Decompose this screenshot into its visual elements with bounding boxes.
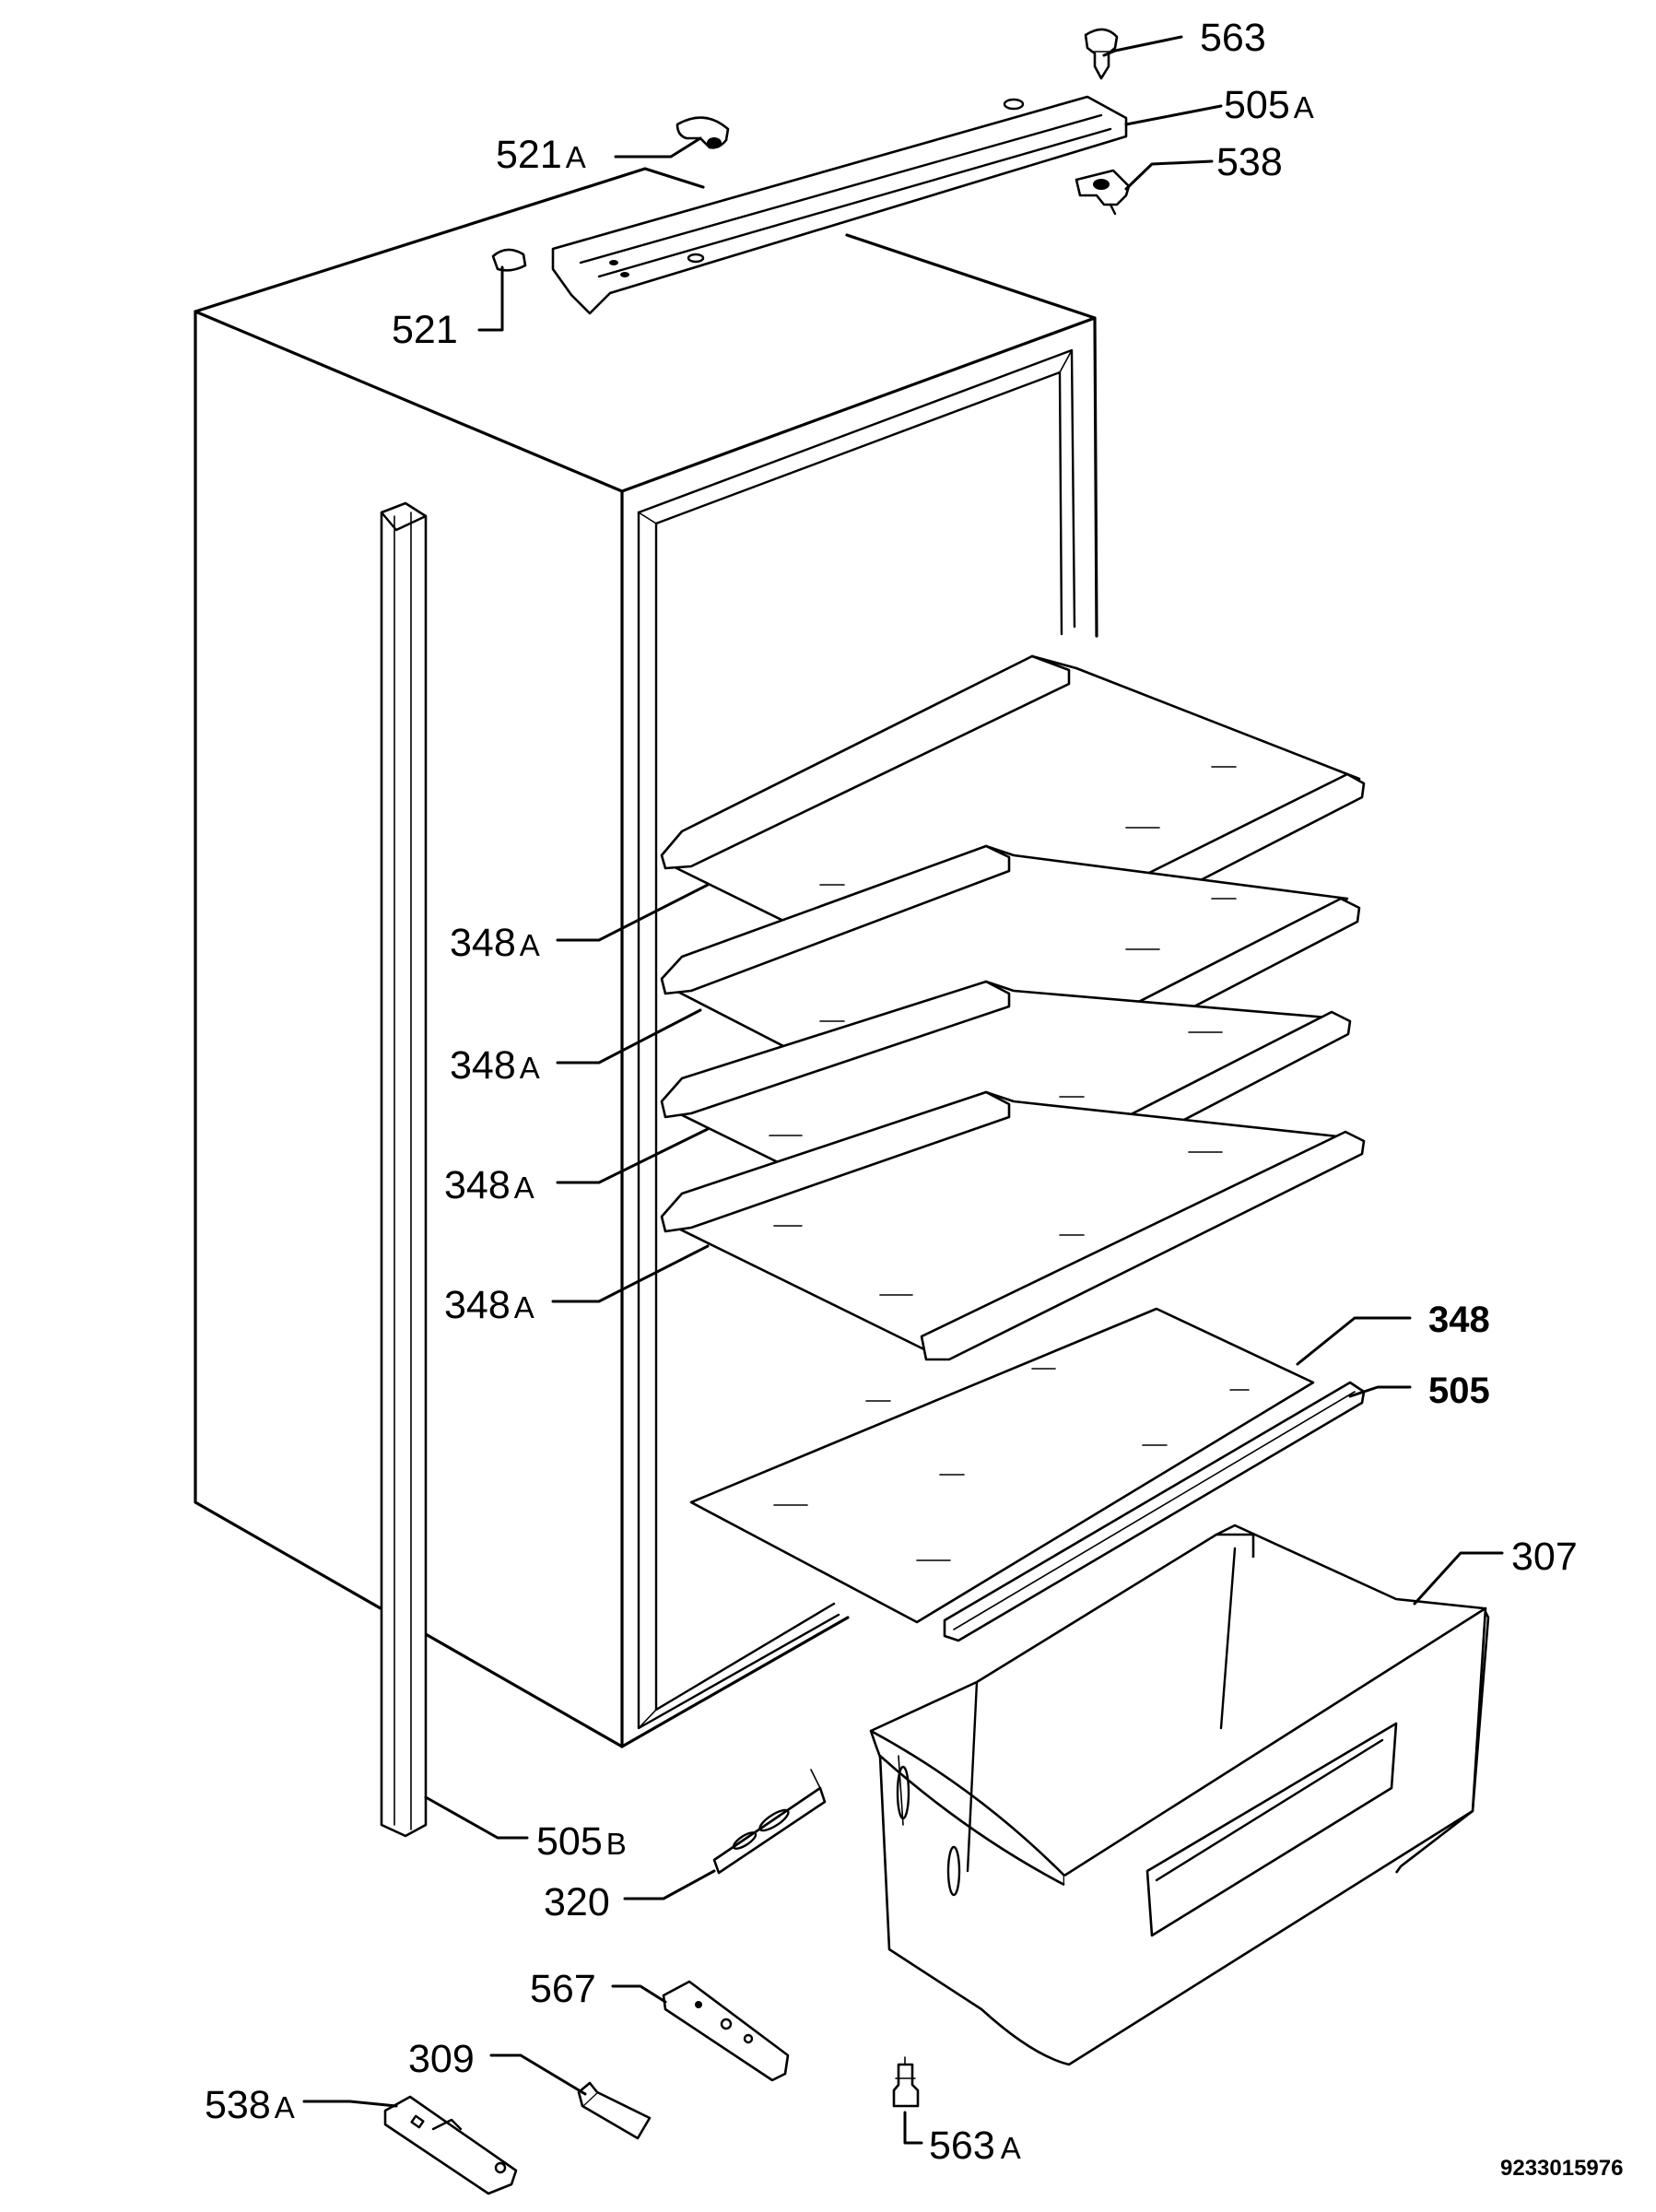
door-seal-strip bbox=[380, 501, 428, 1838]
callout-521: 521 bbox=[392, 308, 458, 352]
part-538A-hinge-lower bbox=[383, 2095, 518, 2195]
part-521A-cap bbox=[675, 116, 730, 149]
callout-348: 348 bbox=[1428, 1300, 1490, 1340]
crisper-cover-strip bbox=[943, 1381, 1366, 1642]
part-563-pin bbox=[1084, 28, 1119, 80]
part-567-bracket bbox=[662, 1980, 790, 2082]
callout-563: 563 bbox=[1200, 16, 1266, 60]
part-538-hinge-block bbox=[1075, 169, 1131, 216]
callout-538: 538 bbox=[1216, 140, 1283, 184]
part-563A-foot bbox=[892, 2056, 920, 2108]
crisper-drawer bbox=[869, 1524, 1490, 2066]
callout-309: 309 bbox=[408, 2037, 475, 2081]
callout-505: 505 bbox=[1428, 1371, 1490, 1411]
callout-320: 320 bbox=[544, 1880, 610, 1924]
callout-307: 307 bbox=[1511, 1535, 1578, 1579]
part-521-plug bbox=[491, 248, 527, 272]
leader-lines bbox=[302, 35, 1504, 2145]
part-309-clip bbox=[577, 2081, 652, 2140]
refrigerator-cabinet bbox=[194, 167, 1098, 1748]
top-hinge-bar bbox=[551, 95, 1128, 315]
glass-shelf-4 bbox=[660, 1090, 1366, 1361]
crisper-cover-glass bbox=[689, 1307, 1315, 1624]
part-320-rail bbox=[712, 1769, 827, 1875]
callout-567: 567 bbox=[530, 1967, 596, 2011]
document-number: 9233015976 bbox=[1500, 2156, 1623, 2181]
